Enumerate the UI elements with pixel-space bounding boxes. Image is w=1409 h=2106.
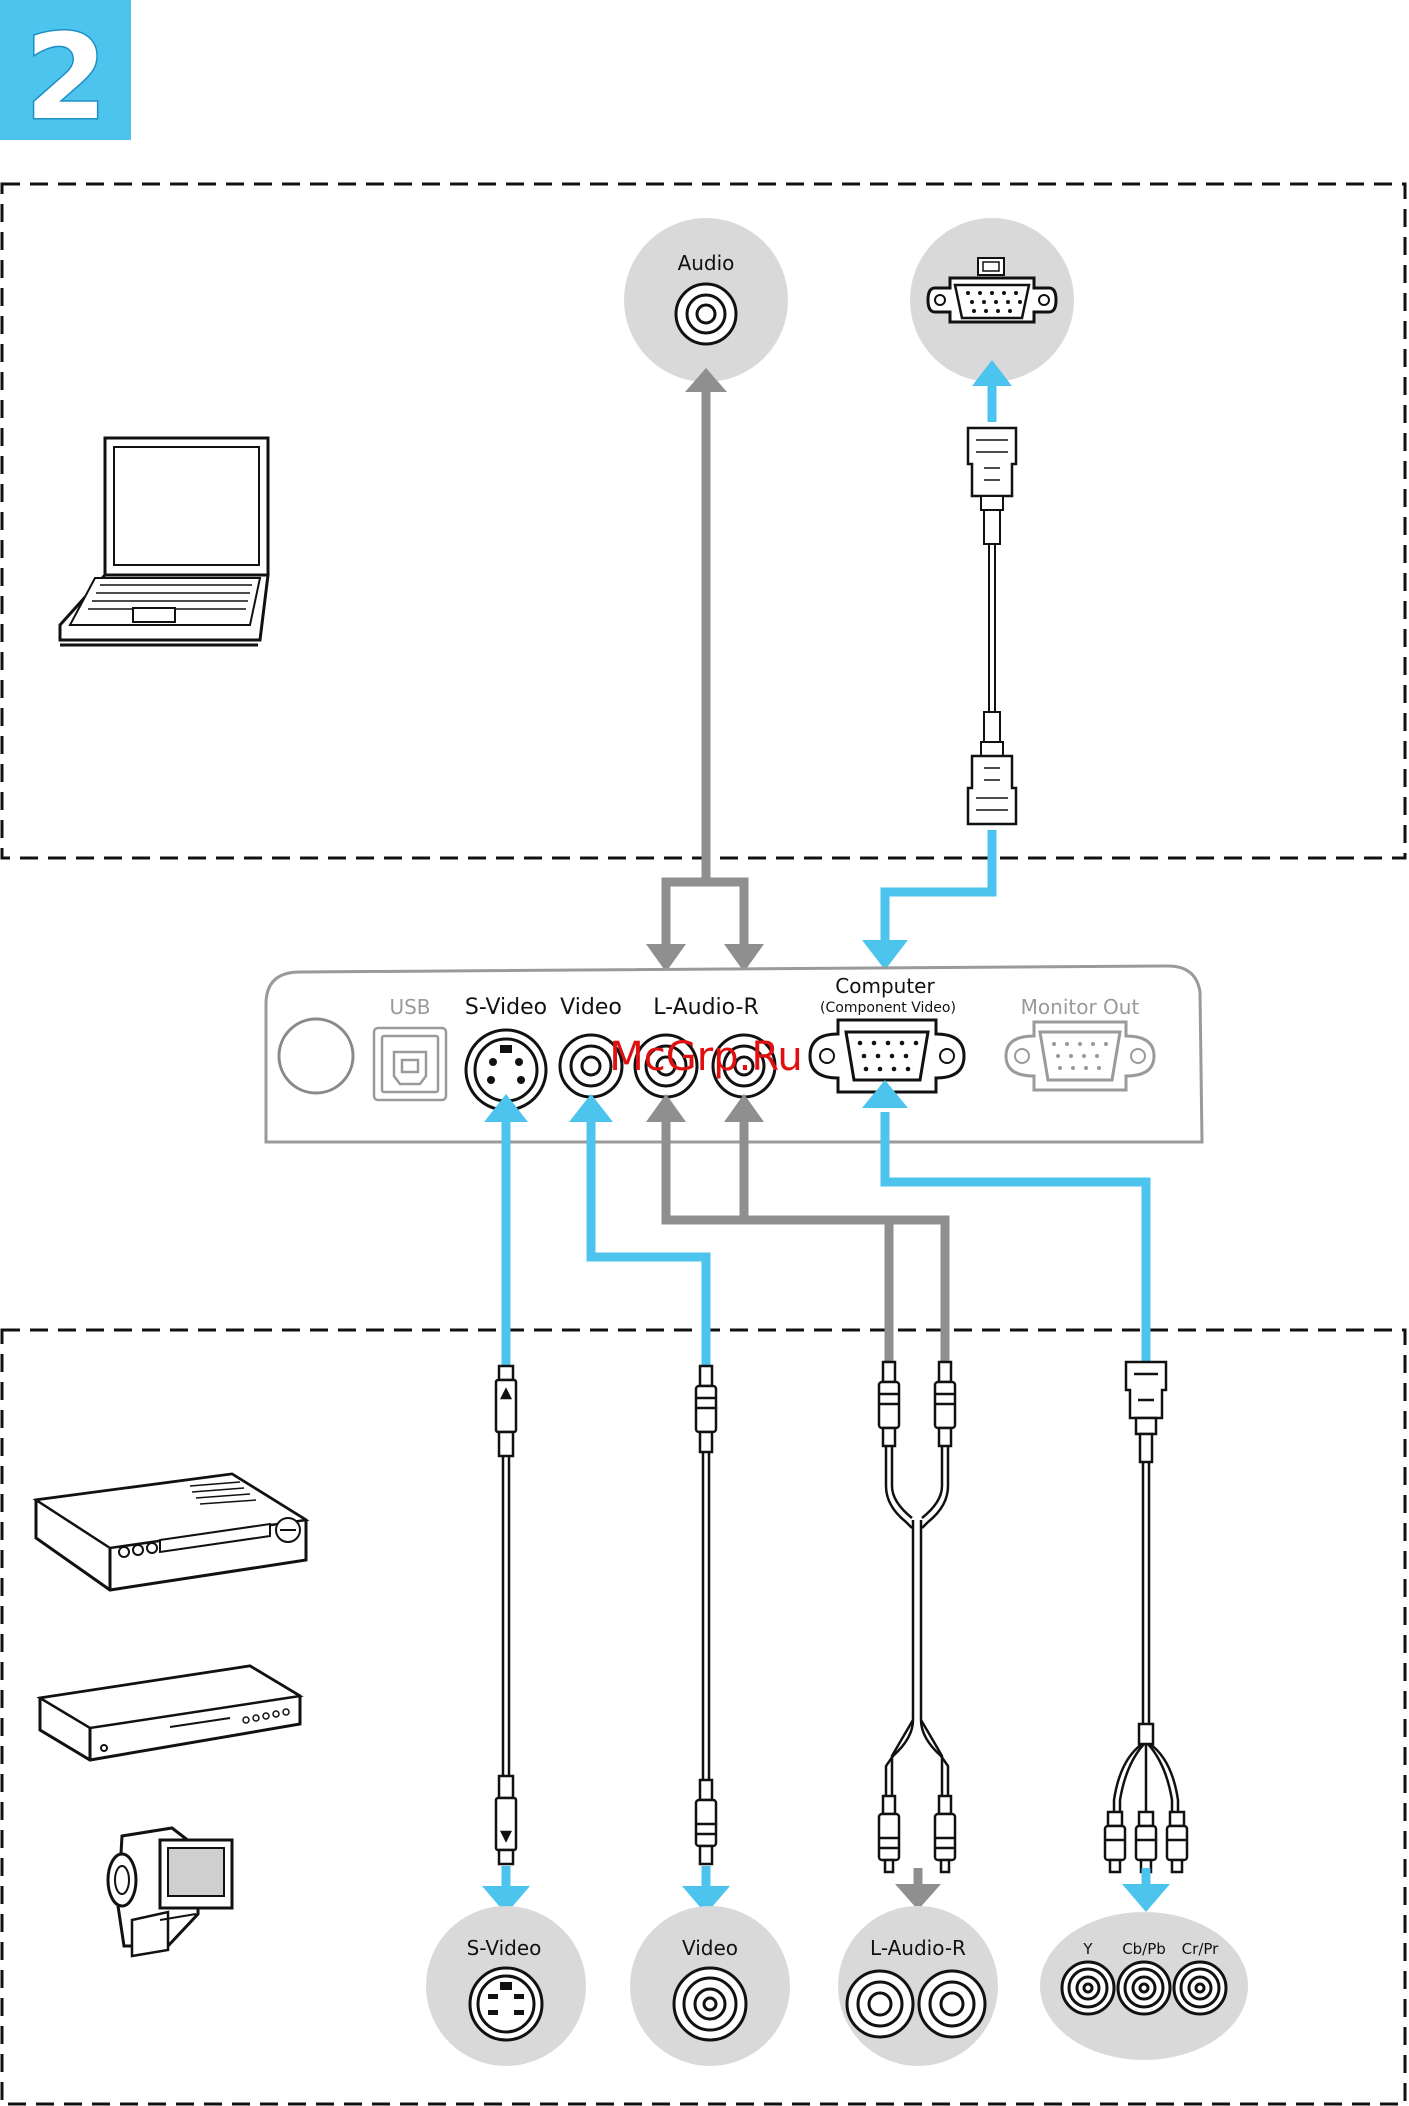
stereo-audio-cable — [879, 1362, 955, 1872]
computer-label: Computer — [835, 974, 935, 998]
camcorder-icon — [108, 1828, 232, 1956]
panel-round-button — [279, 1019, 353, 1093]
computer-audio-port: Audio — [624, 218, 788, 382]
audio-arrow-left — [646, 944, 686, 972]
vga-cable-top — [862, 360, 1016, 970]
device-component-port: Y Cb/Pb Cr/Pr — [1040, 1912, 1248, 2060]
computer-audio-cable — [666, 390, 744, 960]
l-audio-r-label: L-Audio-R — [653, 995, 759, 1020]
usb-label: USB — [389, 995, 430, 1019]
watermark: McGrp.Ru — [609, 1034, 802, 1080]
laptop-icon — [60, 438, 268, 645]
audio-port-label: Audio — [678, 251, 735, 275]
device-svideo-label: S-Video — [467, 1936, 542, 1960]
component-arrow-down — [1122, 1884, 1170, 1912]
svideo-label: S-Video — [465, 995, 547, 1020]
dvd-player-icon — [40, 1666, 300, 1760]
monitor-out-label: Monitor Out — [1021, 995, 1140, 1019]
device-audio-label: L-Audio-R — [870, 1936, 966, 1960]
monitor-icon — [978, 258, 1004, 275]
component-cr-label: Cr/Pr — [1182, 1940, 1219, 1958]
step-number: 2 — [25, 8, 107, 146]
device-video-label: Video — [682, 1936, 738, 1960]
component-cable — [1105, 1362, 1187, 1872]
computer-monitor-port — [910, 218, 1074, 382]
video-composite-cable — [696, 1366, 716, 1864]
device-audio-port: L-Audio-R — [838, 1906, 998, 2066]
svideo-cable — [496, 1366, 516, 1864]
video-cable-line — [591, 1110, 706, 1366]
component-cb-label: Cb/Pb — [1122, 1940, 1166, 1958]
component-video-label: (Component Video) — [820, 1000, 956, 1016]
component-y-label: Y — [1082, 1940, 1093, 1958]
vcr-icon — [36, 1474, 306, 1590]
component-cable-line — [885, 1112, 1146, 1362]
step-badge: 2 — [0, 0, 131, 146]
device-video-port: Video — [630, 1906, 790, 2066]
device-svideo-port: S-Video — [426, 1906, 586, 2066]
video-label: Video — [560, 995, 622, 1020]
